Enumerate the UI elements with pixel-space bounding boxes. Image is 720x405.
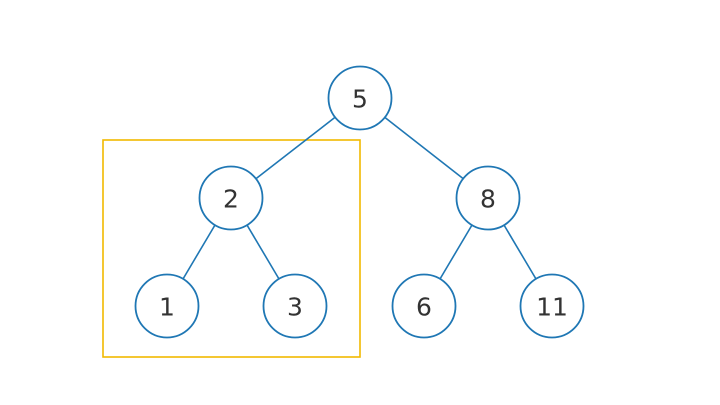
node-label: 6 (416, 293, 432, 322)
node-label: 1 (159, 293, 175, 322)
node-label: 5 (352, 85, 368, 114)
edge-n8-n6 (439, 224, 473, 280)
tree-node-n3: 3 (262, 273, 328, 339)
node-circle (327, 65, 393, 131)
node-label: 3 (287, 293, 303, 322)
tree-node-n6: 6 (391, 273, 457, 339)
edge-n8-n11 (503, 224, 537, 280)
subtree-highlight-box (102, 139, 361, 358)
nodes-layer: 5 2 8 1 3 6 11 (134, 65, 585, 339)
tree-node-n1: 1 (134, 273, 200, 339)
edge-n5-n8 (384, 116, 464, 180)
edge-n2-n3 (246, 224, 280, 280)
node-label: 11 (536, 293, 568, 322)
tree-node-n8: 8 (455, 165, 521, 231)
node-circle (262, 273, 328, 339)
node-circle (455, 165, 521, 231)
node-circle (198, 165, 264, 231)
node-circle (134, 273, 200, 339)
node-circle (519, 273, 585, 339)
tree-node-n5: 5 (327, 65, 393, 131)
tree-node-n2: 2 (198, 165, 264, 231)
node-label: 8 (480, 185, 496, 214)
edge-n2-n1 (182, 224, 216, 280)
node-label: 2 (223, 185, 239, 214)
edge-n5-n2 (255, 116, 336, 180)
node-circle (391, 273, 457, 339)
edges-layer (182, 116, 537, 280)
tree-node-n11: 11 (519, 273, 585, 339)
